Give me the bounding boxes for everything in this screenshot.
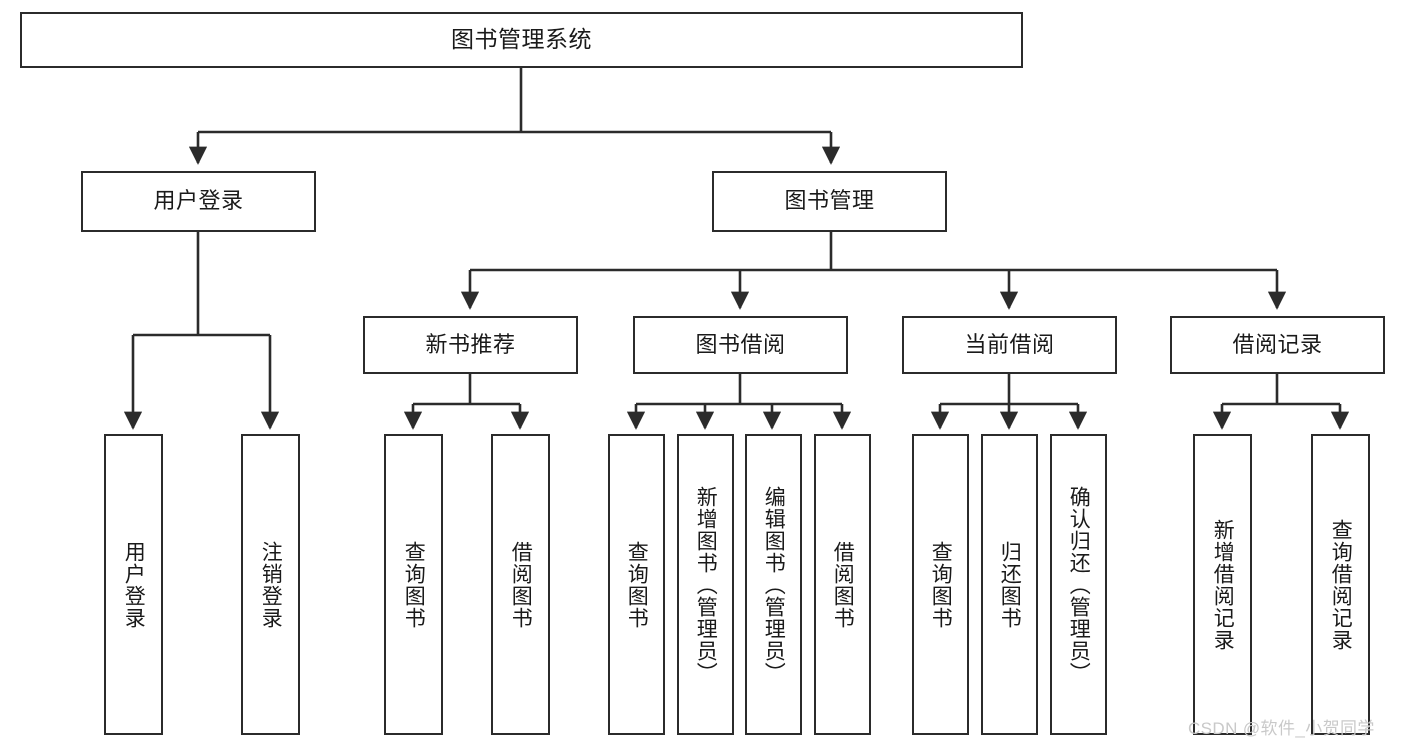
node-label: 查询借阅记录 <box>1329 518 1353 651</box>
node-borrow-record[interactable]: 借阅记录 <box>1170 316 1385 374</box>
leaf-record-add-borrow-record[interactable]: 新增借阅记录 <box>1193 434 1252 735</box>
node-label: 图书借阅 <box>695 331 786 357</box>
leaf-borrow-edit-book-admin[interactable]: 编辑图书（管理员） <box>745 434 802 735</box>
node-label: 用户登录 <box>153 188 244 214</box>
node-label: 注销登录 <box>259 540 283 629</box>
node-label: 确认归还（管理员） <box>1067 485 1091 684</box>
leaf-user-login-logout[interactable]: 注销登录 <box>241 434 300 735</box>
node-label: 借阅图书 <box>509 540 533 629</box>
node-label: 归还图书 <box>998 540 1022 629</box>
node-label: 查询图书 <box>625 540 649 629</box>
leaf-current-confirm-return-admin[interactable]: 确认归还（管理员） <box>1050 434 1107 735</box>
leaf-borrow-borrow-book[interactable]: 借阅图书 <box>814 434 871 735</box>
leaf-new-book-borrow[interactable]: 借阅图书 <box>491 434 550 735</box>
node-book-management[interactable]: 图书管理 <box>712 171 947 232</box>
node-label: 借阅图书 <box>831 540 855 629</box>
node-user-login[interactable]: 用户登录 <box>81 171 316 232</box>
leaf-user-login-login[interactable]: 用户登录 <box>104 434 163 735</box>
leaf-new-book-query[interactable]: 查询图书 <box>384 434 443 735</box>
leaf-borrow-add-book-admin[interactable]: 新增图书（管理员） <box>677 434 734 735</box>
node-current-borrow[interactable]: 当前借阅 <box>902 316 1117 374</box>
node-label: 新书推荐 <box>425 331 516 357</box>
node-new-book-recommend[interactable]: 新书推荐 <box>363 316 578 374</box>
leaf-current-return-book[interactable]: 归还图书 <box>981 434 1038 735</box>
node-label: 新增图书（管理员） <box>694 485 718 684</box>
leaf-current-query-book[interactable]: 查询图书 <box>912 434 969 735</box>
node-label: 当前借阅 <box>964 331 1055 357</box>
node-label: 图书管理系统 <box>451 26 592 53</box>
leaf-borrow-query-book[interactable]: 查询图书 <box>608 434 665 735</box>
node-label: 新增借阅记录 <box>1211 518 1235 651</box>
node-label: 查询图书 <box>929 540 953 629</box>
leaf-record-query-borrow-record[interactable]: 查询借阅记录 <box>1311 434 1370 735</box>
node-book-borrow[interactable]: 图书借阅 <box>633 316 848 374</box>
node-label: 编辑图书（管理员） <box>762 485 786 684</box>
csdn-watermark: CSDN @软件_小贺同学 <box>1188 719 1375 738</box>
node-label: 图书管理 <box>784 188 875 214</box>
node-label: 查询图书 <box>402 540 426 629</box>
node-label: 用户登录 <box>122 540 146 629</box>
node-root-book-management-system[interactable]: 图书管理系统 <box>20 12 1023 68</box>
node-label: 借阅记录 <box>1232 331 1323 357</box>
